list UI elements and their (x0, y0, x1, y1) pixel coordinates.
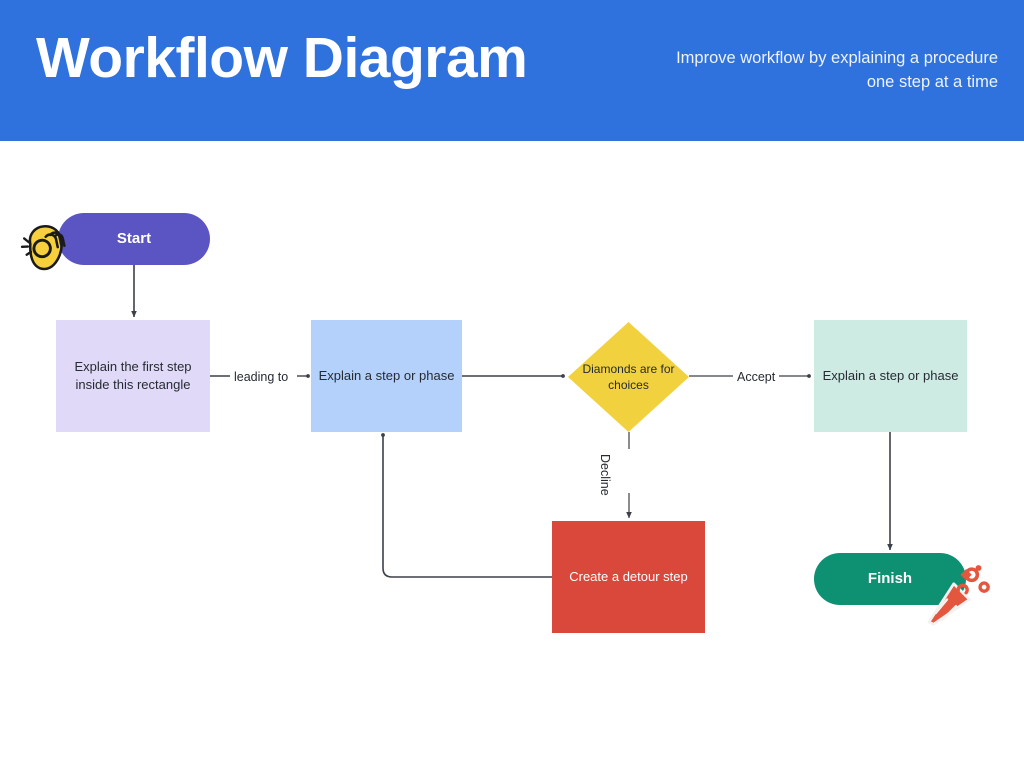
page-title: Workflow Diagram (36, 26, 528, 90)
node-first-step[interactable]: Explain the first step inside this recta… (56, 320, 210, 432)
node-decision-label: Diamonds are for choices (582, 361, 675, 392)
node-finish[interactable]: Finish (814, 553, 966, 605)
node-step-phase-1-label: Explain a step or phase (318, 368, 455, 384)
node-decision-diamond[interactable]: Diamonds are for choices (568, 322, 689, 432)
node-detour[interactable]: Create a detour step (552, 521, 705, 633)
node-step-phase-2-label: Explain a step or phase (822, 368, 959, 384)
party-popper-sticker (927, 565, 990, 626)
node-detour-label: Create a detour step (569, 569, 688, 585)
node-start-label: Start (116, 229, 152, 247)
node-start[interactable]: Start (58, 213, 210, 265)
node-step-phase-2[interactable]: Explain a step or phase (814, 320, 967, 432)
diagram-canvas: Start Explain the first step inside this… (0, 141, 1024, 768)
edge-label-accept: Accept (733, 370, 780, 384)
node-first-step-label: Explain the first step inside this recta… (74, 359, 192, 392)
ok-hand-sticker (20, 225, 66, 271)
node-finish-label: Finish (867, 569, 913, 587)
diagram-edges (131, 265, 893, 578)
page-header: Workflow Diagram Improve workflow by exp… (0, 0, 1024, 141)
edge-detour-to-step-phase-1 (381, 433, 552, 578)
node-step-phase-1[interactable]: Explain a step or phase (311, 320, 462, 432)
edge-label-leading-to: leading to (230, 370, 293, 384)
page-subtitle: Improve workflow by explaining a procedu… (676, 49, 998, 91)
edge-label-decline: Decline (598, 451, 612, 499)
